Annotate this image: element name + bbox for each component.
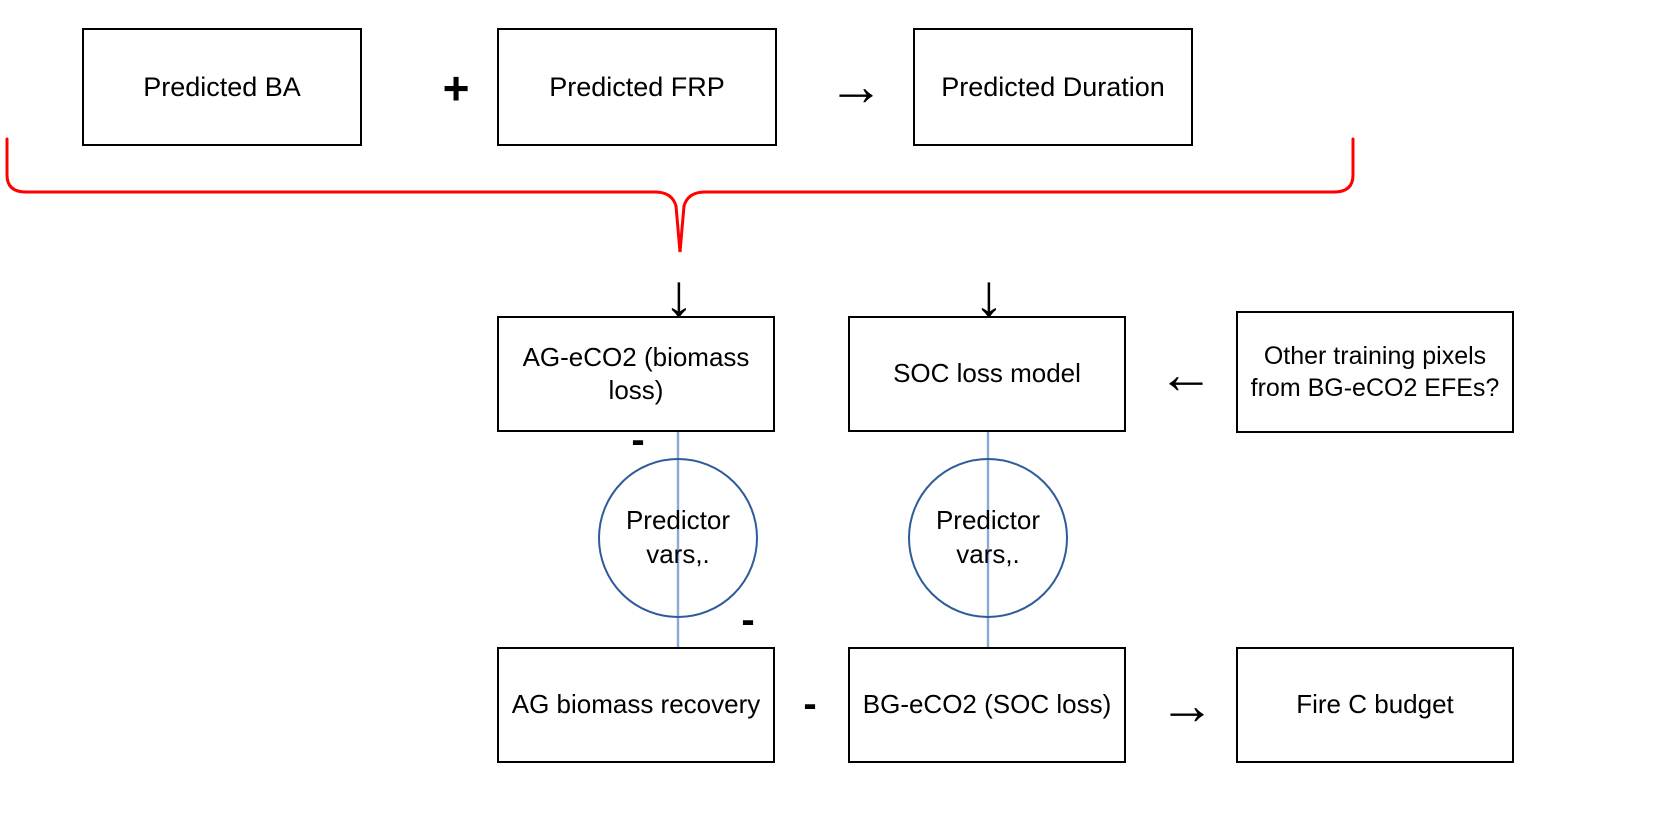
circle-predictor-vars-left[interactable]: Predictor vars,. [598,458,758,618]
minus-sign-upper-left: - [631,418,645,462]
circle-predictor-vars-right[interactable]: Predictor vars,. [908,458,1068,618]
box-bg-eco2-label: BG-eCO2 (SOC loss) [862,689,1112,720]
box-ag-biomass-recovery-label: AG biomass recovery [511,689,761,720]
box-soc-loss-model-label: SOC loss model [893,358,1081,389]
arrow-right-icon-bottom: → [1159,673,1215,736]
box-predicted-ba-label: Predicted BA [143,71,301,102]
minus-sign-between-bottom-boxes: - [803,682,817,726]
box-predicted-ba[interactable]: Predicted BA [82,28,362,146]
box-predicted-duration-label: Predicted Duration [941,71,1165,102]
box-ag-eco2[interactable]: AG-eCO2 (biomass loss) [497,316,775,432]
box-predicted-frp-label: Predicted FRP [549,71,725,102]
arrow-right-icon-top: → [828,54,884,117]
box-other-training-pixels-label: Other training pixels from BG-eCO2 EFEs? [1250,342,1500,402]
arrow-down-icon-left: ↓ [664,262,694,329]
circle-predictor-vars-left-label: Predictor vars,. [625,505,731,569]
arrow-down-icon-right: ↓ [974,262,1004,329]
box-predicted-frp[interactable]: Predicted FRP [497,28,777,146]
box-predicted-duration[interactable]: Predicted Duration [913,28,1193,146]
box-soc-loss-model[interactable]: SOC loss model [848,316,1126,432]
circle-predictor-vars-right-label: Predictor vars,. [935,505,1041,569]
operator-plus-icon: + [442,62,470,114]
box-other-training-pixels[interactable]: Other training pixels from BG-eCO2 EFEs? [1236,311,1514,433]
box-fire-c-budget[interactable]: Fire C budget [1236,647,1514,763]
box-ag-biomass-recovery[interactable]: AG biomass recovery [497,647,775,763]
arrow-left-icon: ← [1158,342,1214,405]
red-brace-path [5,137,1355,253]
box-bg-eco2[interactable]: BG-eCO2 (SOC loss) [848,647,1126,763]
box-fire-c-budget-label: Fire C budget [1296,689,1454,720]
minus-sign-mid-right: - [741,598,755,642]
box-ag-eco2-label: AG-eCO2 (biomass loss) [522,341,750,405]
